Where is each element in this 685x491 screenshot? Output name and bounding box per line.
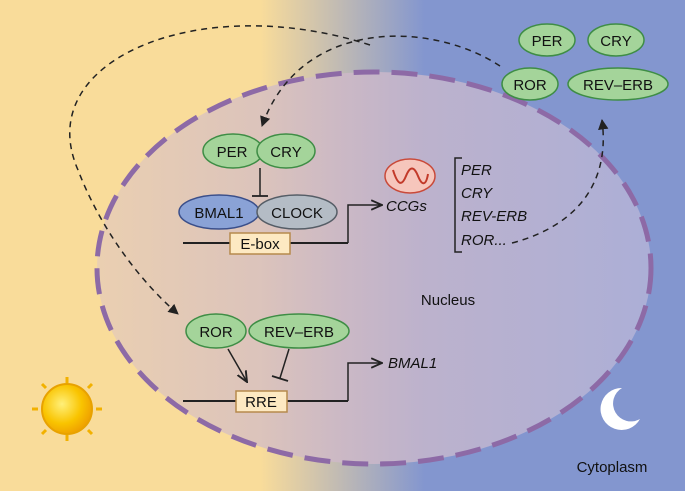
ccgs-bracket — [454, 157, 462, 253]
rre-rev-erb: REV–ERB — [248, 313, 350, 349]
bmal1-output-label: BMAL1 — [388, 355, 437, 372]
cytoplasm-ror-label: ROR — [513, 77, 547, 94]
ebox-transcription-arrow — [347, 205, 382, 243]
ebox-label: E-box — [240, 236, 280, 253]
repressor-per: PER — [202, 133, 264, 169]
ccg-gene-cry: CRY — [461, 185, 493, 202]
ccg-gene-per: PER — [461, 162, 492, 179]
sun-icon — [32, 377, 102, 441]
cytoplasm-per-label: PER — [532, 33, 563, 50]
nucleus — [94, 69, 654, 467]
cytoplasm-ror: ROR — [501, 67, 559, 101]
feedback-arrow-cytoplasm-to-ror-reverb — [69, 25, 371, 315]
inhibition-bar-rev-erb — [271, 375, 289, 382]
ebox-box — [229, 232, 291, 255]
cytoplasm-label: Cytoplasm — [577, 459, 648, 476]
feedback-arrow-cytoplasm-to-per-cry — [260, 35, 501, 127]
cytoplasm-rev-erb: REV–ERB — [567, 67, 669, 101]
rre-transcription-arrow — [347, 363, 382, 401]
activator-clock: CLOCK — [256, 194, 338, 230]
cytoplasm-rev-erb-label: REV–ERB — [583, 77, 653, 94]
ccg-gene-rev-erb: REV-ERB — [461, 208, 527, 225]
cytoplasm-cry: CRY — [587, 23, 645, 57]
repressor-cry-label: CRY — [270, 144, 301, 161]
cytoplasm-per: PER — [518, 23, 576, 57]
rre-ror: ROR — [185, 313, 247, 349]
export-arrow-ccgs-to-cytoplasm — [511, 118, 609, 244]
rre-box — [235, 390, 288, 413]
ccgs-label: CCGs — [386, 198, 427, 215]
activator-bmal1: BMAL1 — [178, 194, 260, 230]
moon-icon — [600, 387, 640, 430]
rre-ror-label: ROR — [199, 324, 233, 341]
inhibition-line-rev-erb — [279, 348, 290, 379]
activator-clock-label: CLOCK — [271, 205, 323, 222]
activator-bmal1-label: BMAL1 — [194, 205, 243, 222]
ccg-gene-ror: ROR... — [461, 232, 507, 249]
rre-rev-erb-label: REV–ERB — [264, 324, 334, 341]
oscillation-wave-icon — [384, 158, 436, 194]
nucleus-label: Nucleus — [421, 292, 475, 309]
repressor-cry: CRY — [256, 133, 316, 169]
repressor-per-label: PER — [217, 144, 248, 161]
activation-arrow-ror — [227, 348, 247, 382]
rre-label: RRE — [245, 394, 277, 411]
cytoplasm-cry-label: CRY — [600, 33, 631, 50]
